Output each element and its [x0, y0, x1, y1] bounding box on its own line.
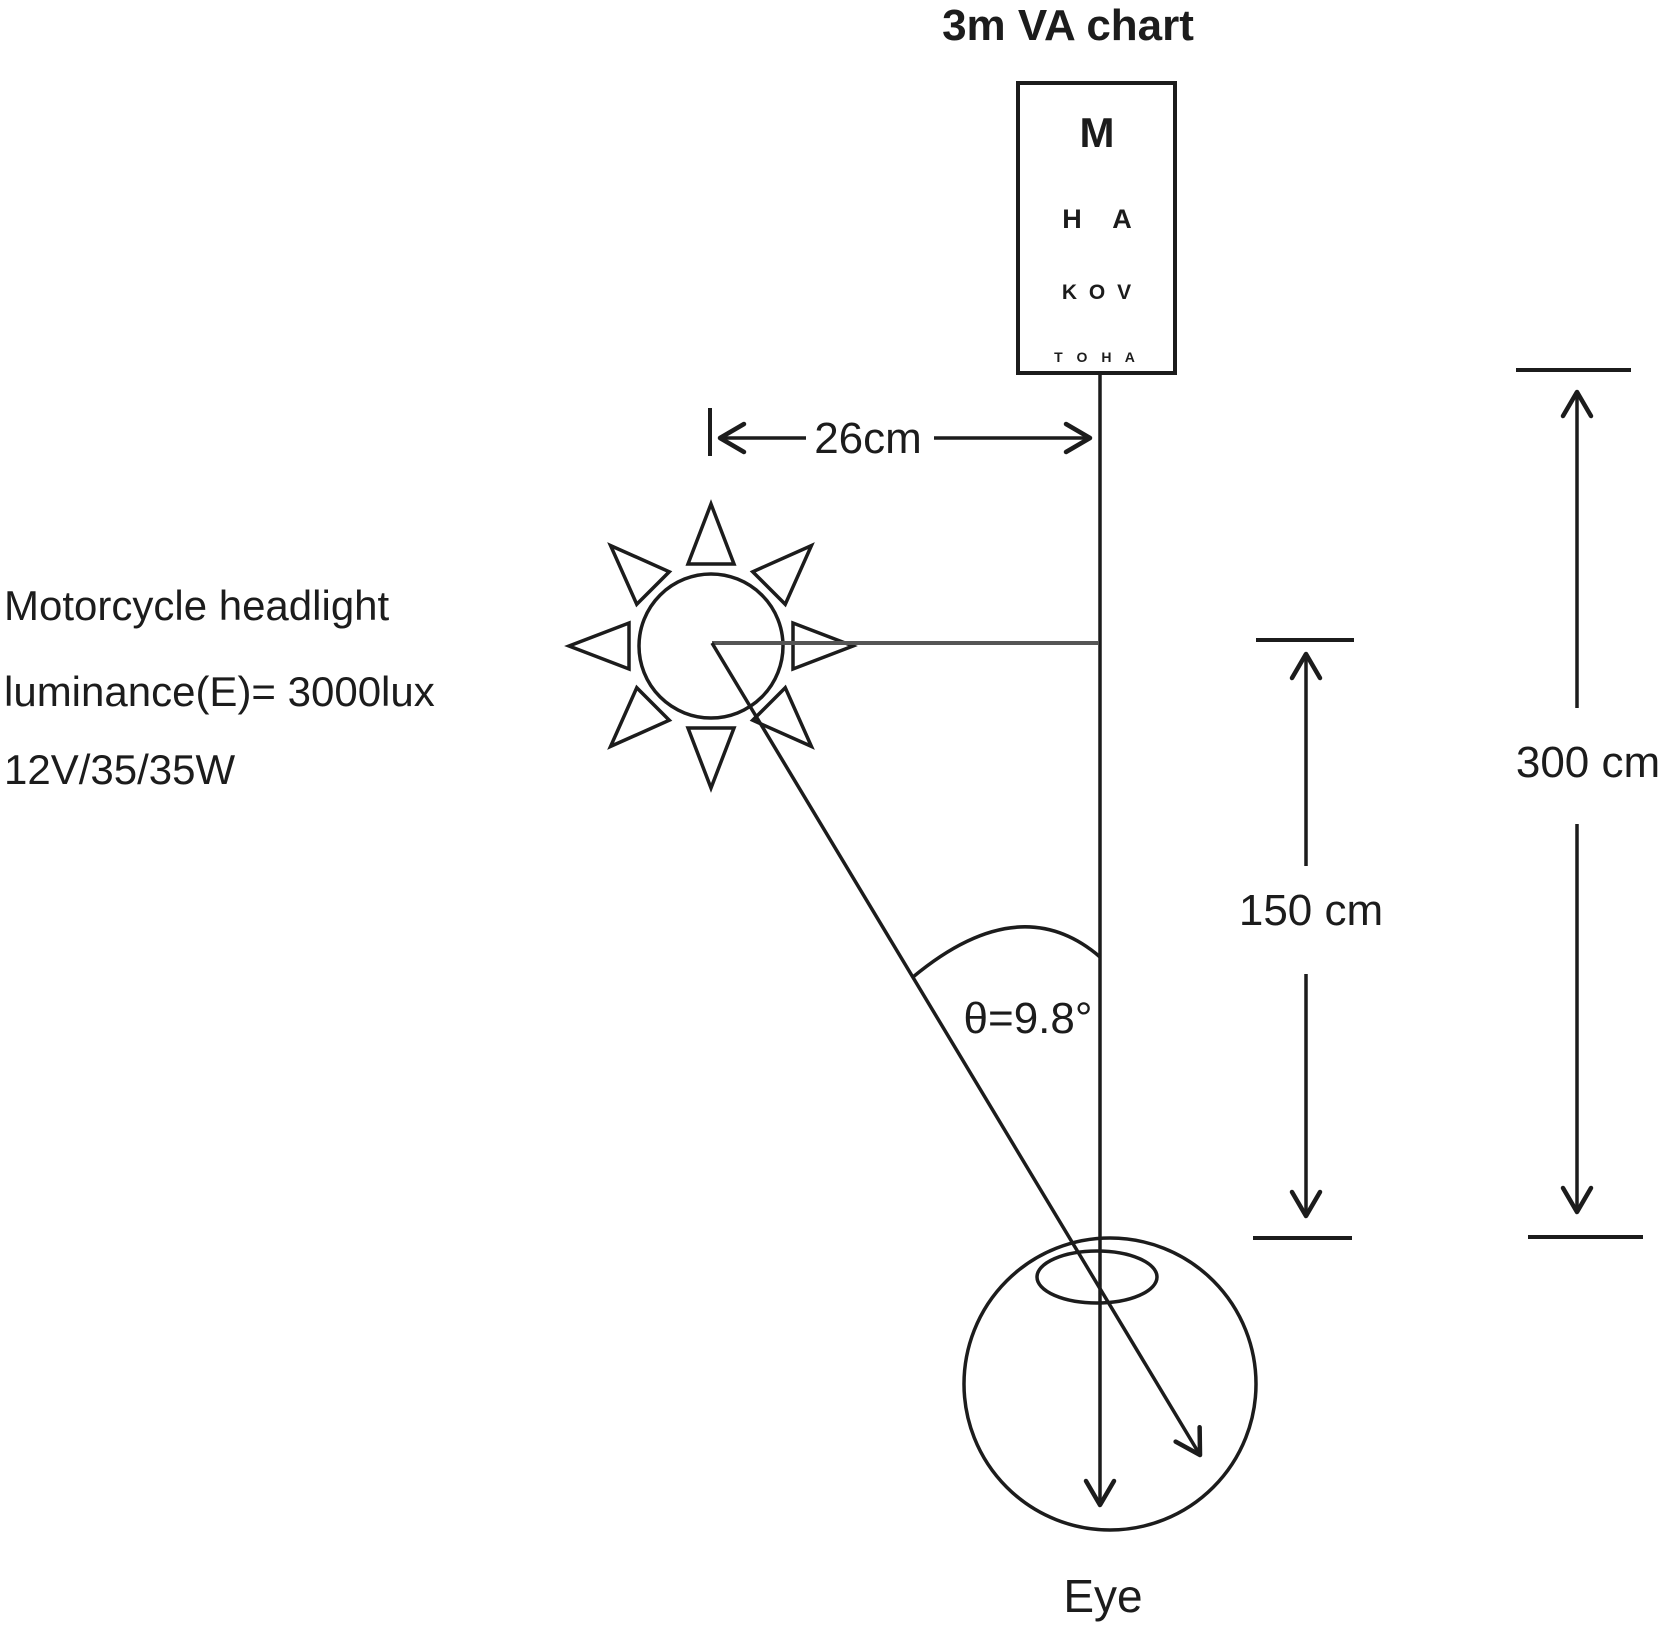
va-chart-row-1: M — [1080, 109, 1115, 156]
headlight-ray — [607, 684, 673, 750]
headlight-label-line3: 12V/35/35W — [4, 746, 236, 793]
eye-label: Eye — [1063, 1570, 1142, 1622]
headlight-ray — [749, 684, 815, 750]
headlight-label-line2: luminance(E)= 3000lux — [4, 668, 435, 715]
headlight-ray — [685, 499, 737, 566]
headlight-ray-to-eye-line — [710, 642, 1203, 1458]
va-chart-row-2: H A — [1062, 204, 1144, 234]
angle-label: θ=9.8° — [964, 994, 1093, 1043]
headlight-bulb-circle — [637, 572, 785, 720]
eye-globe-circle — [962, 1236, 1258, 1532]
diagram-title: 3m VA chart — [942, 1, 1194, 50]
headlight-icon — [564, 499, 858, 793]
eye-icon — [962, 1236, 1258, 1532]
va-chart-box — [1016, 81, 1177, 375]
angle-arc — [911, 925, 1102, 979]
headlight-ray — [749, 542, 815, 608]
headlight-label-line1: Motorcycle headlight — [4, 582, 390, 629]
dim-150-label: 150 cm — [1239, 886, 1383, 935]
offset-dim-label: 26cm — [814, 414, 922, 463]
headlight-ray — [607, 542, 673, 608]
eye-pupil-ellipse — [1035, 1249, 1159, 1305]
headlight-ray — [685, 726, 737, 793]
dim-300-label: 300 cm — [1516, 738, 1660, 787]
headlight-ray — [791, 620, 858, 672]
va-chart-row-3: K O V — [1062, 281, 1134, 304]
va-chart-row-4: T O H A — [1054, 349, 1140, 365]
headlight-ray — [564, 620, 631, 672]
